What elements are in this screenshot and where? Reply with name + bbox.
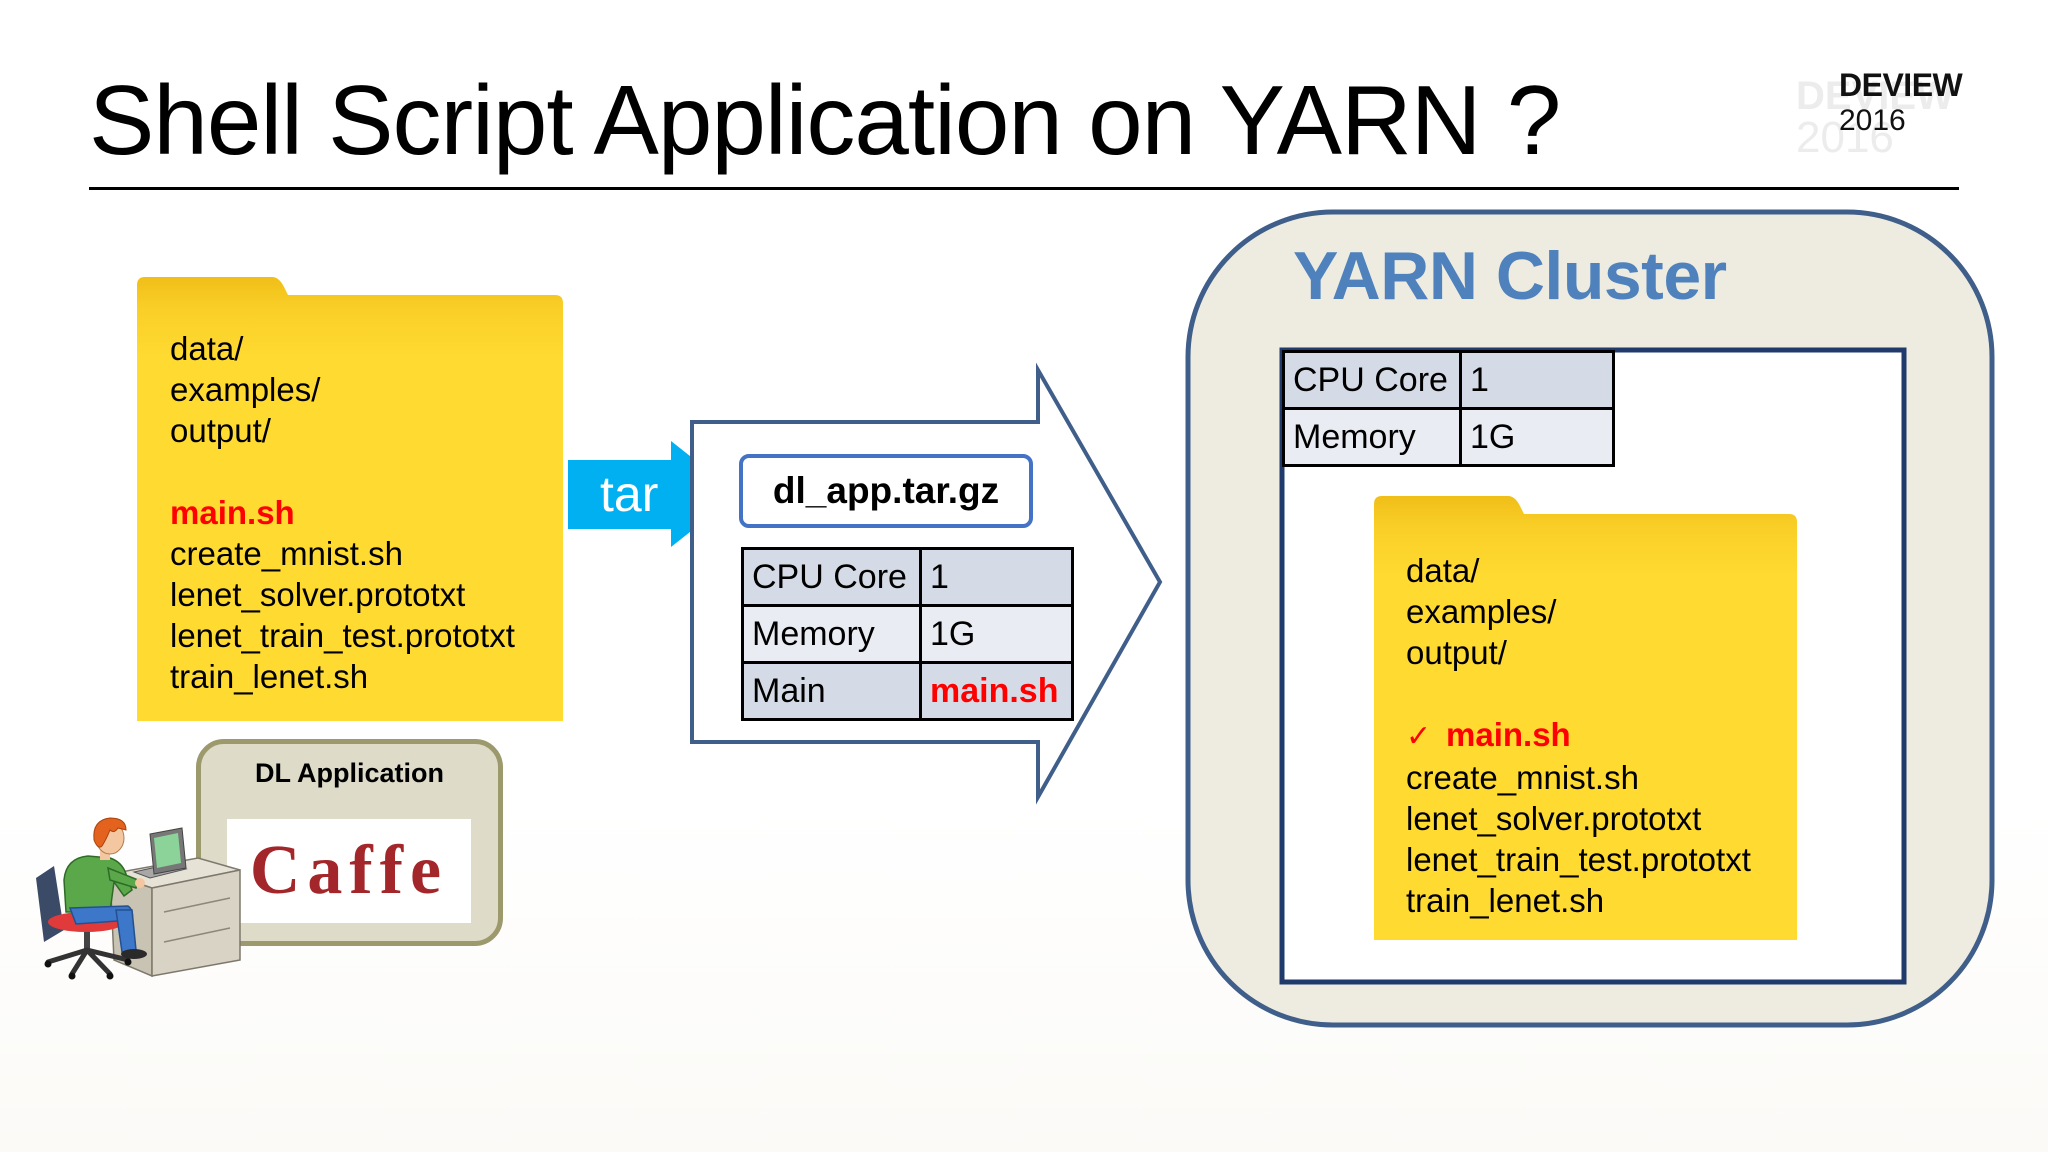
spec-key: CPU Core [741,547,922,607]
dl-application-box: DL Application Caffe [196,739,503,946]
check-icon: ✓ [1406,719,1432,754]
logo-ghost-year: 2016 [1796,113,1894,162]
dir-entry: data/ [1406,552,1480,589]
tar-label: tar [600,466,659,522]
file-entry: lenet_solver.prototxt [1406,800,1702,837]
cluster-folder-icon [1374,496,1797,940]
main-script-line: ✓ main.sh [1406,714,1751,757]
dir-entry: examples/ [170,371,321,408]
caffe-logo-text: Caffe [249,832,449,909]
caffe-logo: Caffe [227,819,471,923]
file-entry: create_mnist.sh [170,535,403,572]
main-script-file: main.sh [1446,716,1571,753]
cluster-spec-table: CPU Core 1 Memory 1G [1282,350,1615,467]
local-folder-contents: data/ examples/ output/ main.sh create_m… [170,328,515,697]
developer-at-desk-icon [36,817,241,980]
spec-value: 1G [919,604,1074,664]
file-entry: lenet_train_test.prototxt [1406,841,1751,878]
dir-entry: output/ [1406,634,1507,671]
file-entry: create_mnist.sh [1406,759,1639,796]
package-filename-box: dl_app.tar.gz [739,454,1033,528]
local-folder-icon [137,277,563,721]
spec-key: Memory [741,604,922,664]
file-entry: train_lenet.sh [1406,882,1605,919]
deview-logo: DEVIEW 2016 [1839,66,1963,138]
file-entry: lenet_solver.prototxt [170,576,466,613]
spec-value: 1 [919,547,1074,607]
table-row: Main main.sh [741,661,1074,721]
cluster-folder-contents: data/ examples/ output/ ✓ main.sh create_… [1406,550,1751,921]
logo-brand: DEVIEW [1839,67,1963,103]
package-spec-table: CPU Core 1 Memory 1G Main main.sh [741,547,1074,721]
file-entry: train_lenet.sh [170,658,369,695]
page-title: Shell Script Application on YARN ? [89,65,1561,175]
yarn-cluster-title: YARN Cluster [1293,238,1727,314]
dl-application-label: DL Application [255,758,444,788]
dir-entry: output/ [170,412,271,449]
spec-value: 1G [1459,407,1615,467]
spec-value-main: main.sh [919,661,1074,721]
table-row: CPU Core 1 [741,547,1074,607]
spec-key: Main [741,661,922,721]
spacer [170,451,515,492]
logo-ghost: DEVIEW 2016 [1796,76,1954,160]
spec-key: Memory [1282,407,1462,467]
spec-key: CPU Core [1282,350,1462,410]
file-entry: lenet_train_test.prototxt [170,617,515,654]
dir-entry: data/ [170,330,244,367]
spec-value: 1 [1459,350,1615,410]
title-divider [89,187,1959,190]
table-row: Memory 1G [741,604,1074,664]
logo-year: 2016 [1839,104,1906,137]
dir-entry: examples/ [1406,593,1557,630]
table-row: CPU Core 1 [1282,350,1615,410]
logo-ghost-brand: DEVIEW [1796,74,1954,118]
table-row: Memory 1G [1282,407,1615,467]
main-script-file: main.sh [170,494,295,531]
spacer [1406,673,1751,714]
package-filename: dl_app.tar.gz [772,470,1000,511]
